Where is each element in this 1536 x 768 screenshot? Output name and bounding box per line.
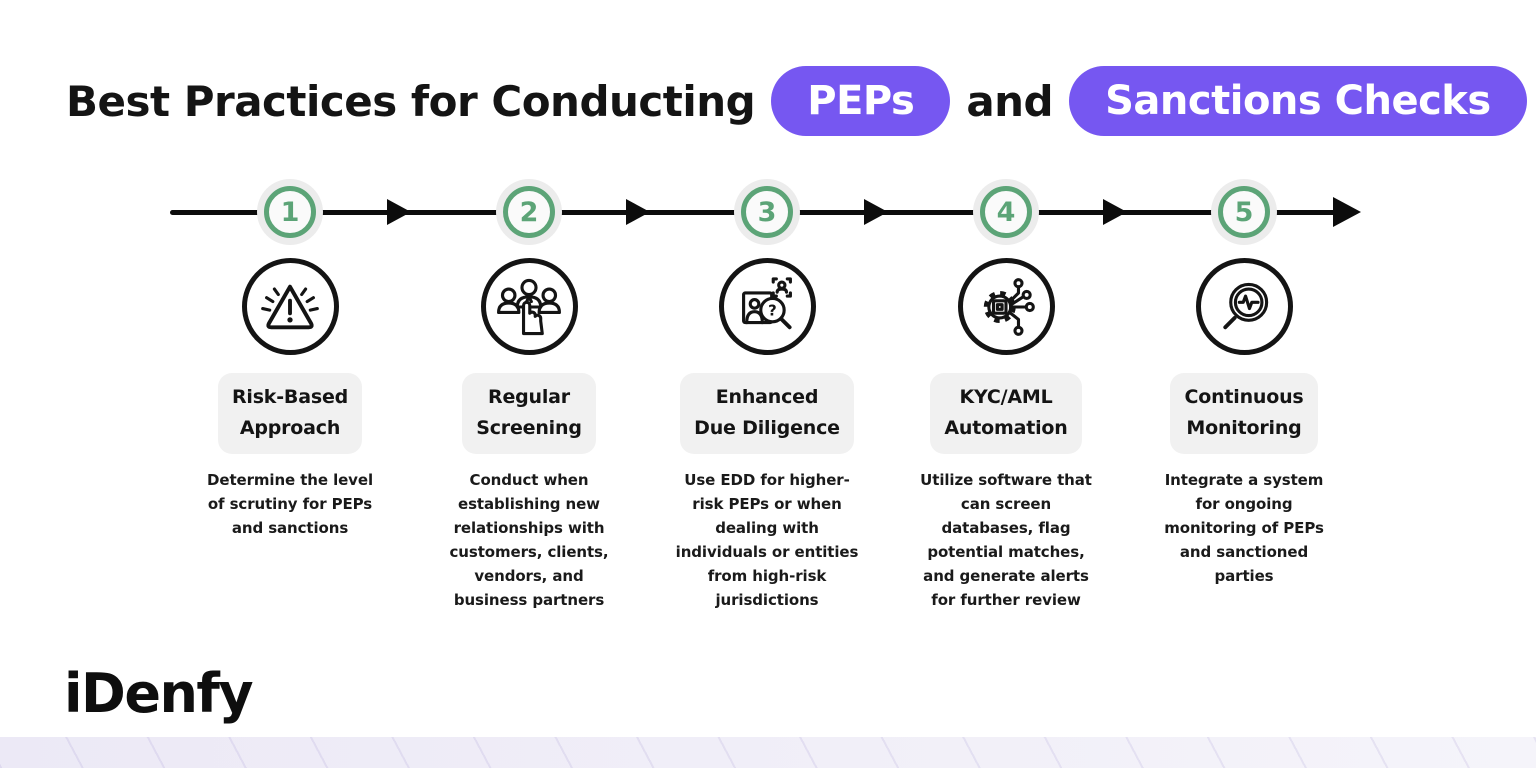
step-description: Integrate a system for ongoing monitorin…: [1164, 470, 1324, 585]
svg-text:?: ?: [768, 302, 777, 319]
peps-pill: PEPs: [771, 66, 951, 136]
step-description: Conduct when establishing new relationsh…: [449, 470, 609, 609]
step-column-risk-based-approach: Risk-Based Approach Determine the level …: [193, 258, 387, 540]
footer-decorative-band: [0, 737, 1536, 768]
step-column-continuous-monitoring: Continuous Monitoring Integrate a system…: [1147, 258, 1341, 588]
step-column-regular-screening: Regular Screening Conduct when establish…: [432, 258, 626, 612]
step-title-line: Due Diligence: [694, 417, 840, 440]
step-title-line: Enhanced: [715, 386, 819, 408]
warning-triangle-icon: [241, 258, 339, 355]
arrow-right-icon: [626, 199, 650, 225]
step-title-line: KYC/AML: [959, 386, 1053, 408]
arrow-right-icon: [1333, 197, 1361, 227]
title-connector: and: [966, 76, 1054, 126]
step-column-kyc-aml-automation: KYC/AML Automation Utilize software that…: [909, 258, 1103, 612]
step-number-badge: 3: [741, 186, 793, 238]
step-column-enhanced-due-diligence: ? Enhanced Due Diligence Use EDD for hig…: [670, 258, 864, 612]
step-description: Use EDD for higher-risk PEPs or when dea…: [675, 470, 859, 609]
arrow-right-icon: [387, 199, 411, 225]
step-title-line: Risk-Based: [231, 386, 349, 408]
step-title: Regular Screening: [462, 373, 596, 454]
step-title-line: Automation: [944, 417, 1068, 440]
automation-gear-icon: [957, 258, 1055, 355]
step-title: KYC/AML Automation: [930, 373, 1082, 454]
arrow-right-icon: [864, 199, 888, 225]
title-prefix: Best Practices for Conducting: [66, 76, 756, 126]
sanctions-checks-pill: Sanctions Checks: [1069, 66, 1527, 136]
page-title: Best Practices for Conducting PEPs and S…: [66, 66, 1527, 136]
step-number-badge: 1: [264, 186, 316, 238]
idenfy-logo: iDenfy: [64, 662, 254, 725]
step-title-line: Monitoring: [1186, 417, 1302, 440]
step-description: Utilize software that can screen databas…: [920, 470, 1092, 609]
monitoring-magnifier-icon: [1195, 258, 1293, 355]
arrow-right-icon: [1103, 199, 1127, 225]
step-title-line: Screening: [476, 417, 582, 440]
step-description: Determine the level of scrutiny for PEPs…: [207, 470, 373, 537]
step-title-line: Approach: [239, 417, 341, 440]
step-number-badge: 2: [503, 186, 555, 238]
identity-search-icon: ?: [718, 258, 816, 355]
step-title: Risk-Based Approach: [217, 373, 363, 454]
step-number-badge: 4: [980, 186, 1032, 238]
step-number-badge: 5: [1218, 186, 1270, 238]
people-select-icon: [480, 258, 578, 355]
step-title: Continuous Monitoring: [1170, 373, 1318, 454]
step-title-line: Regular: [488, 386, 570, 408]
step-title-line: Continuous: [1184, 386, 1304, 408]
step-title: Enhanced Due Diligence: [680, 373, 854, 454]
